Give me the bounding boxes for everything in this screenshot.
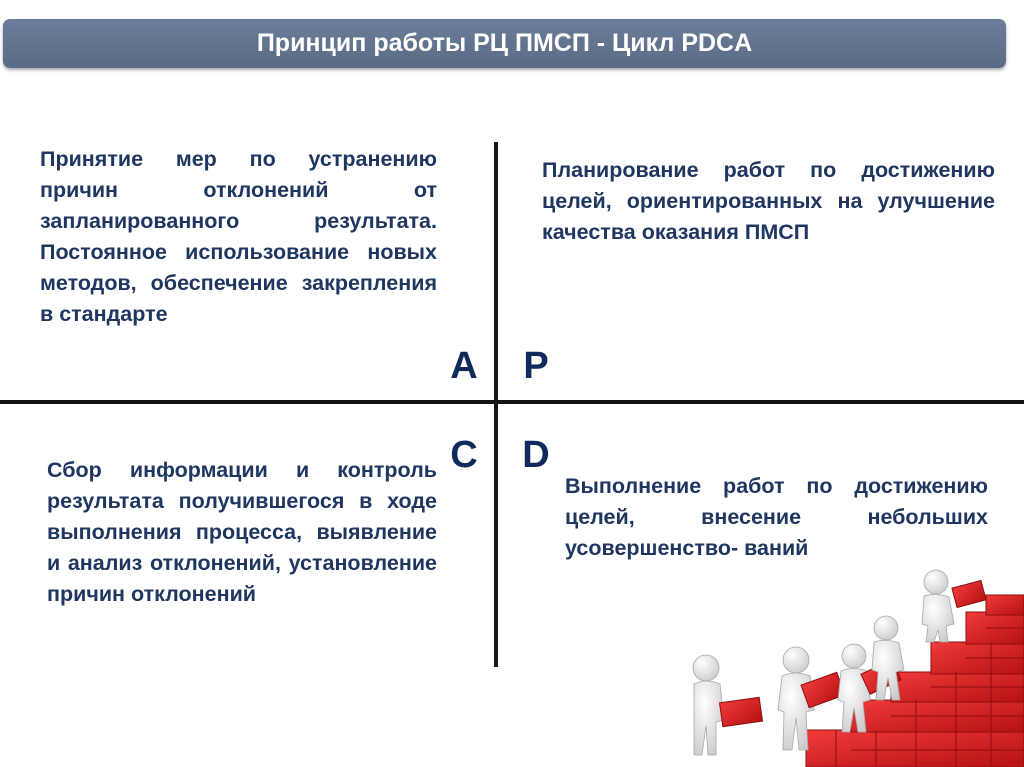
letter-p: P — [523, 345, 549, 387]
figure-3 — [837, 643, 871, 733]
quadrant-act-text: Принятие мер по устранению причин отклон… — [40, 147, 437, 326]
quadrant-plan-text: Планирование работ по достижению целей, … — [542, 158, 995, 244]
figure-5 — [921, 569, 955, 643]
horizontal-axis — [0, 400, 1024, 404]
letter-a: A — [450, 345, 478, 387]
figure-1 — [692, 654, 725, 756]
quadrant-do-text: Выполнение работ по достижению целей, вн… — [565, 474, 988, 560]
letter-d: D — [522, 434, 550, 476]
page-title: Принцип работы РЦ ПМСП - Цикл PDCA — [256, 29, 753, 57]
vertical-axis — [494, 142, 498, 667]
figure-4 — [871, 615, 905, 701]
teamwork-stairs-illustration — [692, 569, 1024, 767]
letter-c: C — [450, 434, 478, 476]
quadrant-check-text: Сбор информации и контроль результата по… — [47, 458, 437, 606]
red-stairs — [805, 594, 1024, 767]
title-bar: Принцип работы РЦ ПМСП - Цикл PDCA — [3, 19, 1006, 68]
